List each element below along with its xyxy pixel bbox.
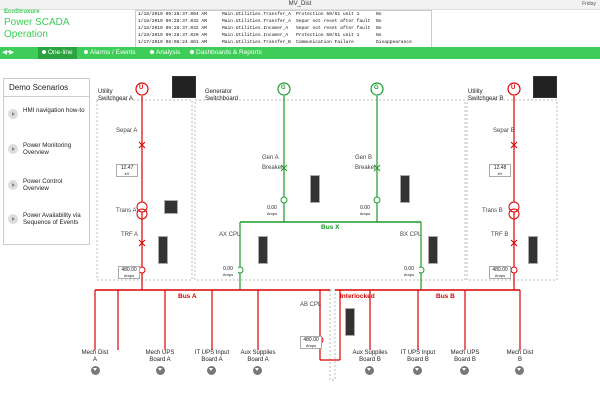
play-icon — [8, 144, 18, 154]
expand-aux-a-icon[interactable] — [253, 366, 262, 375]
tab-alarms-events[interactable]: Alarms / Events — [84, 47, 136, 59]
gen-a-label: Gen A — [262, 155, 279, 161]
tab-one-line[interactable]: One-line — [38, 47, 77, 59]
brand-line2: Operation — [4, 29, 48, 40]
tab-dashboards-reports[interactable]: Dashboards & Reports — [190, 47, 262, 59]
load-it-ups-b: IT UPS Input Board B — [400, 350, 436, 363]
gen-a-g: G — [281, 85, 286, 91]
trf-b-label: TRF B — [491, 232, 509, 238]
nav-arrows[interactable]: ◀•▶ — [2, 49, 15, 56]
panel-title: Demo Scenarios — [4, 79, 89, 97]
trf-a-relay-icon[interactable] — [158, 236, 168, 264]
bullet-icon — [84, 50, 88, 55]
generator-enclosure — [194, 99, 466, 281]
ax-cpl-label: AX CPL — [219, 232, 241, 238]
window-title-bar: MV_Dist Friday — [0, 0, 600, 10]
utility-b-u: U — [511, 85, 516, 91]
expand-mech-ups-a-icon[interactable] — [156, 366, 165, 375]
load-mech-ups-b: Mech UPS Board B — [450, 350, 480, 363]
day-label: Friday — [582, 1, 596, 7]
utility-b-title: Utility Switchgear B — [468, 89, 504, 102]
main-nav: ◀•▶ One-line Alarms / Events Analysis Da… — [0, 47, 600, 59]
bx-cpl-label: BX CPL — [400, 232, 422, 238]
bus-x-label: Bus X — [321, 224, 340, 231]
interlocked-label: Interlocked — [340, 293, 375, 300]
brand-line1: Power SCADA — [4, 17, 70, 28]
load-it-ups-a: IT UPS Input Board A — [194, 350, 230, 363]
generator-title: Generator Switchboard — [205, 89, 239, 102]
load-mech-dist-b: Mech Dist B — [506, 350, 534, 363]
utility-a-u: U — [139, 85, 144, 91]
expand-mech-dist-a-icon[interactable] — [91, 366, 100, 375]
header: MV_Dist Friday EcoStruxure Power SCADA O… — [0, 0, 600, 48]
bus-b-label: Bus B — [436, 293, 455, 300]
expand-aux-b-icon[interactable] — [365, 366, 374, 375]
ab-relay-icon[interactable] — [345, 308, 355, 336]
bullet-icon — [190, 50, 194, 55]
play-icon — [8, 180, 18, 190]
ax-relay-icon[interactable] — [258, 236, 268, 264]
utility-b-source-icon — [507, 82, 521, 96]
trans-a-label: Trans A — [116, 208, 137, 214]
hmi-screen-b-icon[interactable] — [533, 76, 557, 98]
bullet-icon — [150, 50, 154, 55]
sepam-a-label: Separ A — [116, 128, 138, 134]
demo-scenarios-panel: Demo Scenarios HMI navigation how-to Pow… — [3, 78, 90, 245]
hmi-screen-a-icon[interactable] — [172, 76, 196, 98]
expand-it-ups-b-icon[interactable] — [413, 366, 422, 375]
trf-b-relay-icon[interactable] — [528, 236, 538, 264]
relay-a-icon[interactable] — [164, 200, 178, 214]
play-icon — [8, 214, 18, 224]
gen-a-breaker-label: Breaker — [262, 165, 284, 171]
gen-a-relay-icon[interactable] — [310, 175, 320, 203]
load-aux-b: Aux Supplies Board B — [352, 350, 388, 363]
ab-cpl-label: AB CPL — [300, 302, 322, 308]
brand-eco: EcoStruxure — [4, 9, 40, 15]
gen-b-label: Gen B — [355, 155, 373, 161]
gen-a-source-icon — [277, 82, 291, 96]
sepam-b-label: Separ B — [493, 128, 515, 134]
bullet-icon — [42, 50, 46, 55]
ab-enclosure-left — [329, 289, 336, 381]
load-mech-ups-a: Mech UPS Board A — [145, 350, 175, 363]
trf-a-label: TRF A — [121, 232, 139, 238]
utility-a-title: Utility Switchgear A — [98, 89, 134, 102]
gen-b-breaker-label: Breaker — [355, 165, 377, 171]
bus-a-label: Bus A — [178, 293, 197, 300]
gen-b-g: G — [374, 85, 379, 91]
gen-b-source-icon — [370, 82, 384, 96]
expand-mech-ups-b-icon[interactable] — [460, 366, 469, 375]
expand-it-ups-a-icon[interactable] — [207, 366, 216, 375]
gen-b-relay-icon[interactable] — [400, 175, 410, 203]
bx-relay-icon[interactable] — [428, 236, 438, 264]
trans-b-label: Trans B — [482, 208, 503, 214]
play-icon — [8, 109, 18, 119]
tab-analysis[interactable]: Analysis — [150, 47, 180, 59]
switchgear-b-enclosure — [466, 99, 558, 281]
load-mech-dist-a: Mech Dist A — [81, 350, 109, 363]
expand-mech-dist-b-icon[interactable] — [515, 366, 524, 375]
load-aux-a: Aux Supplies Board A — [240, 350, 276, 363]
utility-a-source-icon — [135, 82, 149, 96]
window-title: MV_Dist — [288, 1, 312, 7]
switchgear-a-enclosure — [96, 99, 193, 281]
